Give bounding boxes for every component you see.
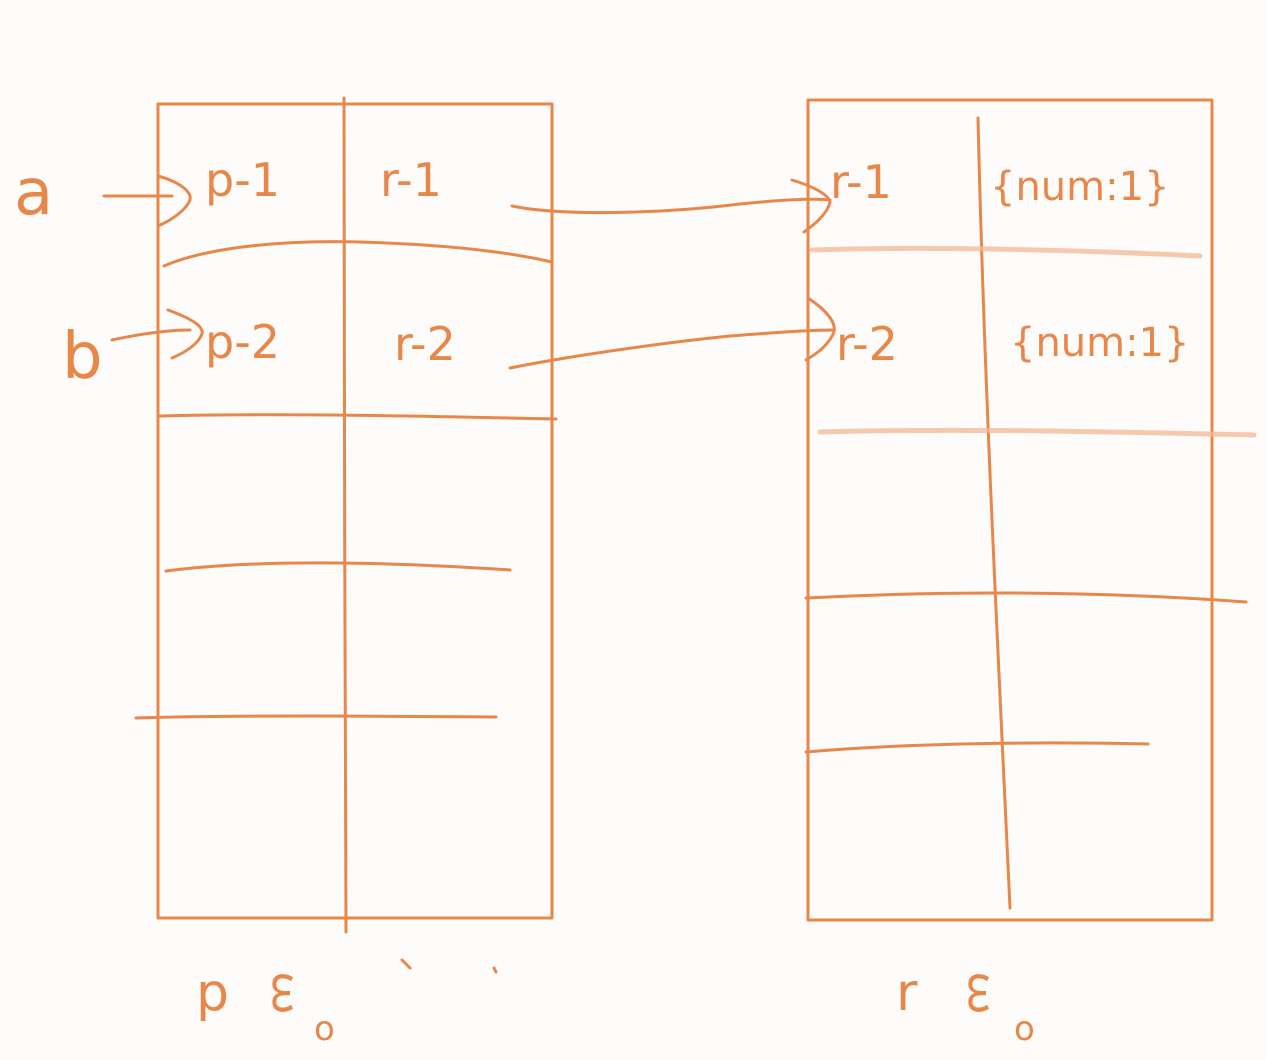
p-table-caption: p ᢄ o [196,958,498,1049]
r-table-row-line [804,591,1248,604]
reference-arrow-r2-head [804,296,836,362]
p-caption-sub: o [314,1009,335,1049]
p-caption-letter: p [196,963,229,1023]
p-table-cell-value: r-2 [394,317,456,371]
p-table-frame [156,102,554,920]
r-table-cell-key: r-2 [836,317,898,371]
pointer-a-arrowhead [156,174,192,228]
pointer-b-label: b [62,320,103,394]
stray-mark [400,958,412,970]
reference-arrow-r1-head [790,178,832,234]
r-table-cell-value: {num:1} [1010,320,1190,366]
p-table-cell-value: r-1 [380,153,442,207]
r-table-caption: r ᢄ o [896,963,1035,1049]
r-table-frame [806,98,1214,922]
p-table-row-line [158,413,558,421]
r-table-cell-value: {num:1} [990,164,1170,210]
p-table-cell-key: p-2 [205,315,280,369]
r-table-cell-key: r-1 [830,155,892,209]
reference-arrows [508,178,836,370]
r-table: r-1 {num:1} r-2 {num:1} [804,98,1257,922]
p-table: p-1 r-1 p-2 r-2 [134,96,558,934]
p-table-row-line [134,714,498,720]
r-table-row-line [804,741,1150,754]
pointer-b-arrow [110,328,192,342]
p-table-cell-key: p-1 [205,153,280,207]
pointer-a-label: a [14,156,53,230]
p-table-row-line [164,561,512,573]
stray-mark [492,966,498,974]
pointer-b-arrowhead [166,308,204,360]
reference-arrow-r1 [510,197,832,215]
r-caption-glyph: ᢄ [966,967,991,1027]
p-table-column-divider [342,96,348,934]
p-table-row-line [162,240,554,268]
r-table-row-line [817,427,1257,438]
r-caption-letter: r [896,963,918,1023]
r-caption-sub: o [1014,1009,1035,1049]
r-table-row-line [809,245,1203,259]
variable-pointers: a b [14,156,204,394]
p-caption-glyph: ᢄ [270,967,295,1027]
r-table-column-divider [976,116,1012,910]
reference-arrow-r2 [508,328,834,370]
